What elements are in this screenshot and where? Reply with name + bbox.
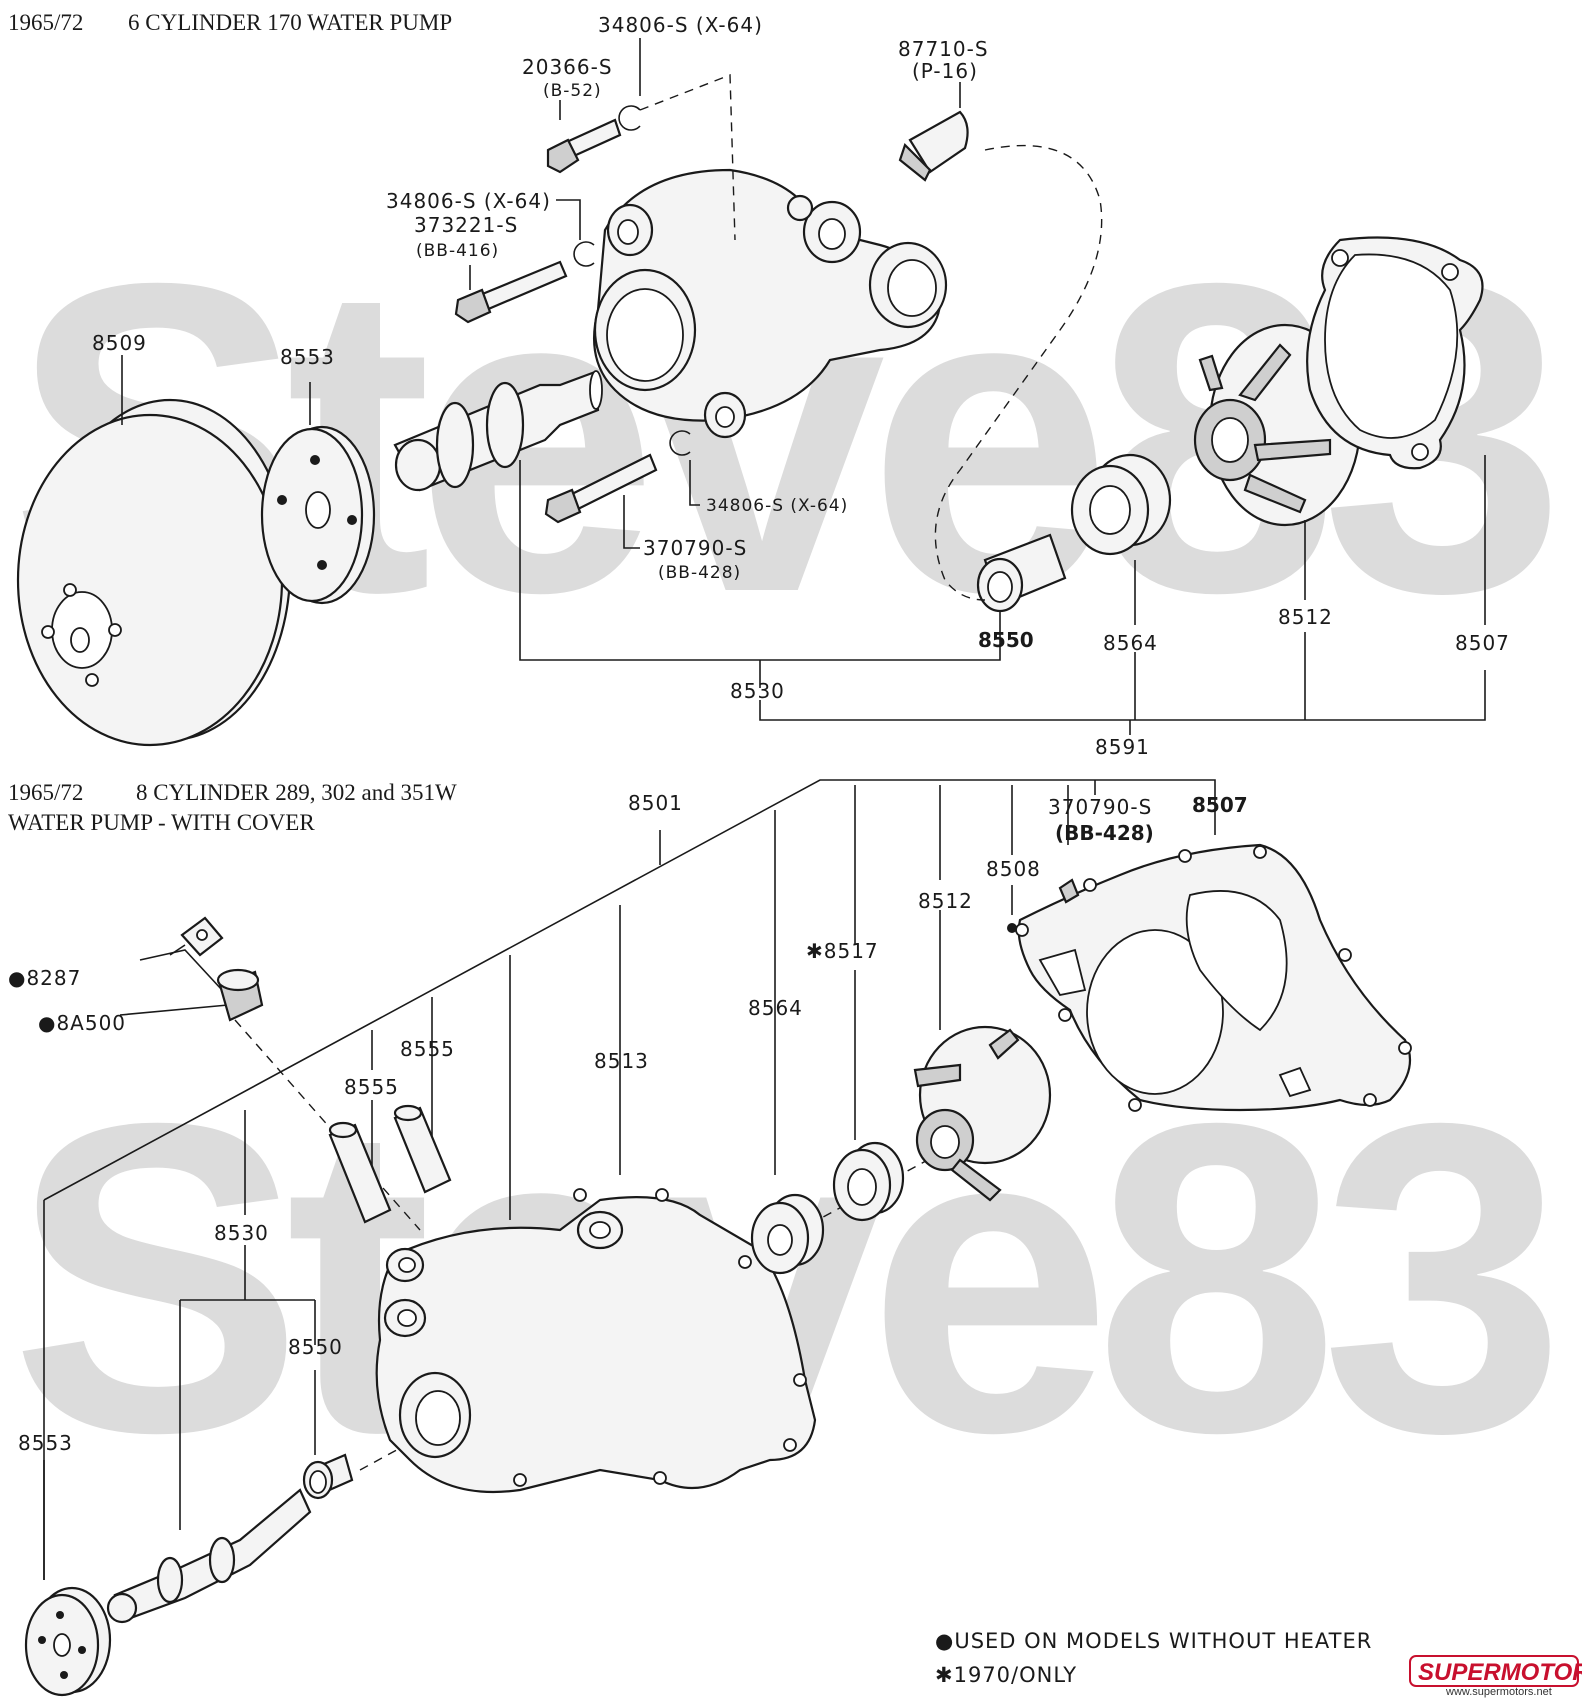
label-bb-416: (BB-416) — [416, 241, 499, 261]
pulley-8509 — [16, 398, 292, 747]
shaft-bearing-8530-bottom — [106, 1488, 312, 1624]
label-8508: 8508 — [986, 857, 1041, 881]
label-8512-bottom: 8512 — [918, 889, 973, 913]
note-without-heater: ●USED ON MODELS WITHOUT HEATER — [935, 1629, 1372, 1653]
seal-8550 — [976, 533, 1067, 613]
brand-name: SUPERMOTORS — [1418, 1659, 1582, 1686]
seal-8564-bottom — [750, 1193, 825, 1275]
label-8530-top: 8530 — [730, 679, 785, 703]
label-8517: ✱8517 — [806, 939, 879, 963]
label-87710-s: 87710-S — [898, 37, 989, 61]
bottom-title-year: 1965/72 — [8, 780, 83, 805]
label-373221-s: 373221-S — [414, 213, 518, 237]
label-p-16: (P-16) — [912, 59, 978, 83]
label-8564-top: 8564 — [1103, 631, 1158, 655]
bolt-370790-s — [544, 453, 658, 524]
pin-8555-right — [393, 1104, 452, 1194]
hub-8553 — [260, 425, 376, 605]
plug-87710-s — [898, 110, 969, 182]
pin-8555-left — [328, 1121, 392, 1224]
bottom-leader-lines — [43, 779, 1216, 1580]
bolt-373221-s — [454, 260, 568, 324]
label-34806-s-top: 34806-S (X-64) — [598, 13, 763, 37]
label-bb-428-bottom: (BB-428) — [1055, 821, 1154, 845]
label-8555-right: 8555 — [400, 1037, 455, 1061]
label-8509: 8509 — [92, 331, 147, 355]
label-8550-bottom: 8550 — [288, 1335, 343, 1359]
label-8553-top: 8553 — [280, 345, 335, 369]
label-8a500: ●8A500 — [38, 1011, 126, 1035]
pump-housing-6cyl — [592, 168, 948, 439]
bottom-section: 1965/72 8 CYLINDER 289, 302 and 351W WAT… — [8, 779, 1412, 1697]
shaft-bearing-8530 — [393, 370, 603, 492]
bushing-8a500 — [216, 968, 264, 1022]
hub-8553-bottom — [24, 1586, 112, 1697]
label-8501: 8501 — [628, 791, 683, 815]
seal-8550-bottom — [302, 1453, 354, 1500]
label-8550-top: 8550 — [978, 628, 1034, 652]
label-34806-s-low: 34806-S (X-64) — [706, 496, 848, 516]
note-1970-only: ✱1970/ONLY — [935, 1663, 1077, 1687]
washer-34806-s-c — [669, 430, 691, 456]
bolt-20366-s — [546, 118, 622, 174]
label-8507-top: 8507 — [1455, 631, 1510, 655]
label-8512-top: 8512 — [1278, 605, 1333, 629]
label-8553-bottom: 8553 — [18, 1431, 73, 1455]
brand-url: www.supermotors.net — [1445, 1686, 1552, 1698]
label-8564-bottom: 8564 — [748, 996, 803, 1020]
impeller-8512-bottom — [913, 1025, 1052, 1202]
cover-plate-8507 — [1015, 843, 1412, 1112]
bottom-title-line1: 8 CYLINDER 289, 302 and 351W — [136, 780, 457, 805]
label-8513: 8513 — [594, 1049, 649, 1073]
top-title-year: 1965/72 — [8, 10, 83, 35]
dashed-guide-a — [639, 73, 736, 241]
sensor-8287 — [169, 916, 224, 957]
bottom-title-line2: WATER PUMP - WITH COVER — [8, 810, 315, 835]
pump-housing-8513 — [375, 1188, 817, 1494]
washer-34806-s-b — [573, 241, 595, 267]
top-section: 1965/72 6 CYLINDER 170 WATER PUMP — [8, 10, 1510, 759]
washer-34806-s-a — [618, 105, 641, 131]
label-20366-s: 20366-S — [522, 55, 613, 79]
label-bb-428-top: (BB-428) — [658, 563, 741, 583]
label-8287: ●8287 — [8, 966, 81, 990]
label-8555-left: 8555 — [344, 1075, 399, 1099]
gasket-8507 — [1306, 236, 1484, 470]
seal-8564 — [1070, 453, 1172, 556]
top-title: 6 CYLINDER 170 WATER PUMP — [128, 10, 452, 35]
seal-8517 — [832, 1141, 905, 1222]
label-b-52: (B-52) — [543, 81, 602, 101]
bolt-370790-s-bottom — [1007, 878, 1080, 933]
label-8591: 8591 — [1095, 735, 1150, 759]
supermotors-logo: SUPERMOTORS www.supermotors.net — [1409, 1655, 1582, 1698]
label-370790-s-top: 370790-S — [643, 536, 747, 560]
label-8530-bottom: 8530 — [214, 1221, 269, 1245]
label-370790-s-bottom: 370790-S — [1048, 795, 1152, 819]
top-leader-lines — [121, 38, 1486, 735]
label-8507-bottom: 8507 — [1192, 793, 1248, 817]
label-34806-s-mid: 34806-S (X-64) — [386, 189, 551, 213]
impeller-8512 — [1193, 323, 1362, 527]
